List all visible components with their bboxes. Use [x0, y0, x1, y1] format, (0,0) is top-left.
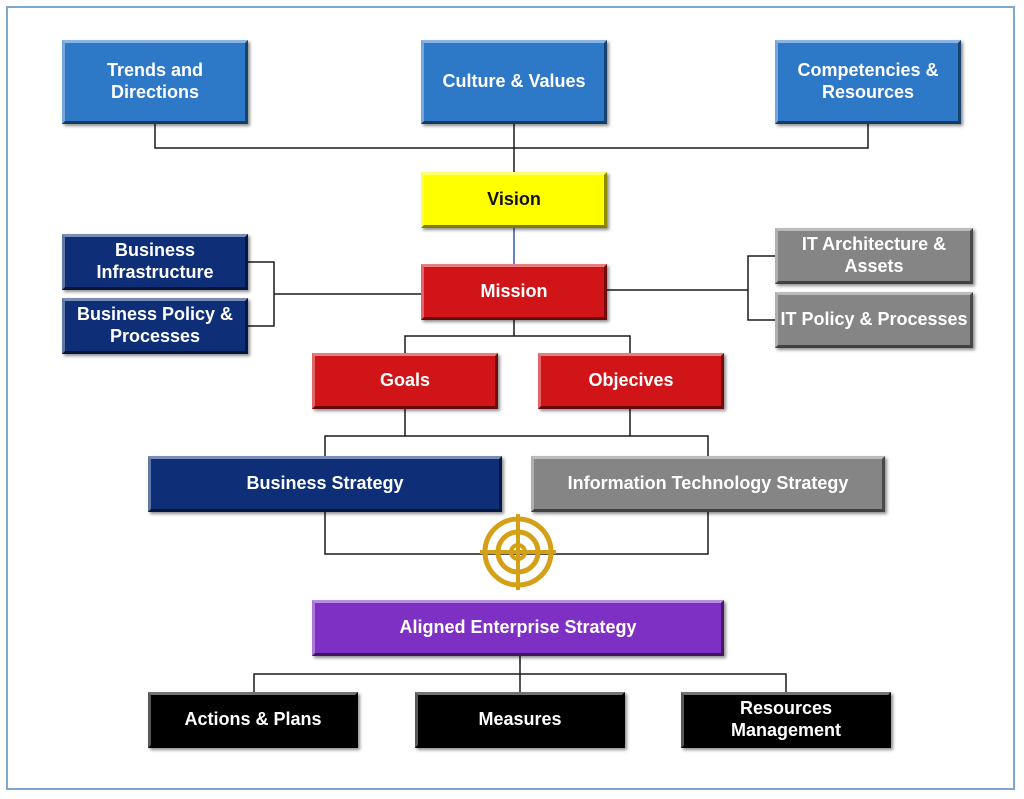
measures-box: Measures [415, 692, 625, 748]
it-strategy-box: Information Technology Strategy [531, 456, 885, 512]
business-policy-box: Business Policy & Processes [62, 298, 248, 354]
it-policy-box: IT Policy & Processes [775, 292, 973, 348]
culture-values-box: Culture & Values [421, 40, 607, 124]
mission-box: Mission [421, 264, 607, 320]
goals-box: Goals [312, 353, 498, 409]
it-architecture-box: IT Architecture & Assets [775, 228, 973, 284]
trends-directions-box: Trends and Directions [62, 40, 248, 124]
actions-plans-box: Actions & Plans [148, 692, 358, 748]
aligned-enterprise-strategy-box: Aligned Enterprise Strategy [312, 600, 724, 656]
vision-box: Vision [421, 172, 607, 228]
diagram-frame [6, 6, 1015, 790]
competencies-resources-box: Competencies & Resources [775, 40, 961, 124]
business-infrastructure-box: Business Infrastructure [62, 234, 248, 290]
objectives-box: Objecives [538, 353, 724, 409]
resources-management-box: Resources Management [681, 692, 891, 748]
target-icon [480, 514, 556, 590]
business-strategy-box: Business Strategy [148, 456, 502, 512]
